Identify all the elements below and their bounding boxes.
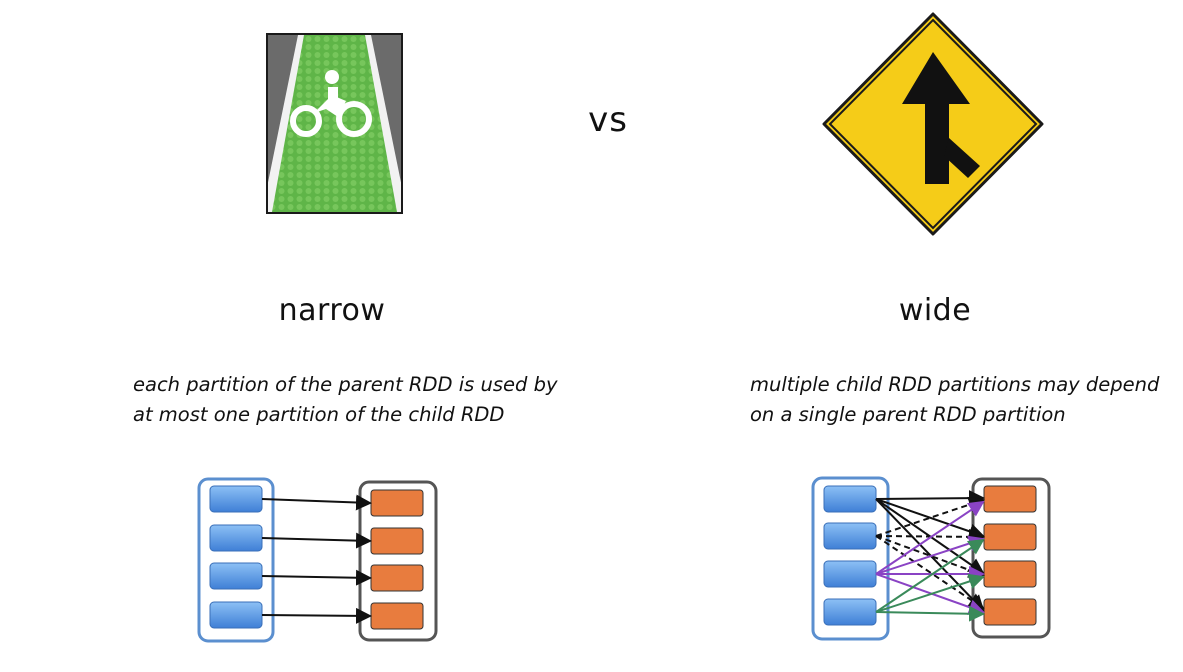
parent-partition — [823, 485, 877, 513]
dependency-arrow — [875, 498, 985, 539]
parent-partition — [209, 524, 263, 552]
dependency-arrow-green — [875, 605, 985, 622]
parent-rdd-container — [197, 477, 275, 643]
dependency-arrow — [875, 498, 985, 612]
narrow-description-line1: each partition of the parent RDD is used… — [133, 373, 558, 396]
child-partition — [983, 598, 1037, 626]
dependency-arrow-dashed — [875, 496, 985, 537]
parent-partition — [209, 485, 263, 513]
wide-description-line1: multiple child RDD partitions may depend — [750, 373, 1160, 396]
child-partition — [983, 560, 1037, 588]
vs-label: vs — [588, 100, 628, 140]
narrow-description-line2: at most one partition of the child RDD — [133, 403, 505, 426]
wide-heading: wide — [898, 293, 972, 328]
dependency-arrow-purple — [875, 573, 985, 615]
narrow-description: each partition of the parent RDD is used… — [133, 370, 558, 430]
dependency-arrow — [261, 607, 372, 624]
dependency-arrow — [875, 490, 985, 507]
dependency-arrow — [261, 532, 372, 549]
wide-dependency-diagram — [806, 474, 1066, 646]
dependency-arrow-green — [875, 573, 985, 613]
child-partition — [370, 564, 424, 592]
dependency-arrow-dashed — [875, 528, 985, 545]
dependency-arrow-dashed — [875, 535, 985, 610]
parent-rdd-container — [811, 476, 890, 641]
parent-partition — [209, 601, 263, 629]
child-partition — [983, 523, 1037, 551]
child-rdd-container — [358, 480, 438, 642]
merge-sign-icon — [818, 8, 1048, 240]
child-partition — [983, 485, 1037, 513]
parent-partition — [823, 522, 877, 550]
wide-description: multiple child RDD partitions may depend… — [750, 370, 1159, 430]
parent-partition — [209, 562, 263, 590]
child-rdd-container — [971, 477, 1051, 639]
dependency-arrow — [261, 569, 372, 586]
dependency-arrow — [261, 494, 372, 511]
child-partition — [370, 602, 424, 630]
dependency-arrow-purple — [875, 535, 985, 575]
parent-partition — [823, 598, 877, 626]
dependency-arrow-green — [875, 538, 985, 613]
narrow-heading: narrow — [278, 293, 386, 328]
dependency-arrow-dashed — [875, 535, 985, 578]
narrow-dependency-diagram — [190, 474, 450, 646]
dependency-arrow-purple — [875, 500, 985, 575]
child-partition — [370, 527, 424, 555]
wide-description-line2: on a single parent RDD partition — [750, 403, 1066, 426]
parent-partition — [823, 560, 877, 588]
child-partition — [370, 489, 424, 517]
bike-lane-photo — [266, 33, 403, 214]
